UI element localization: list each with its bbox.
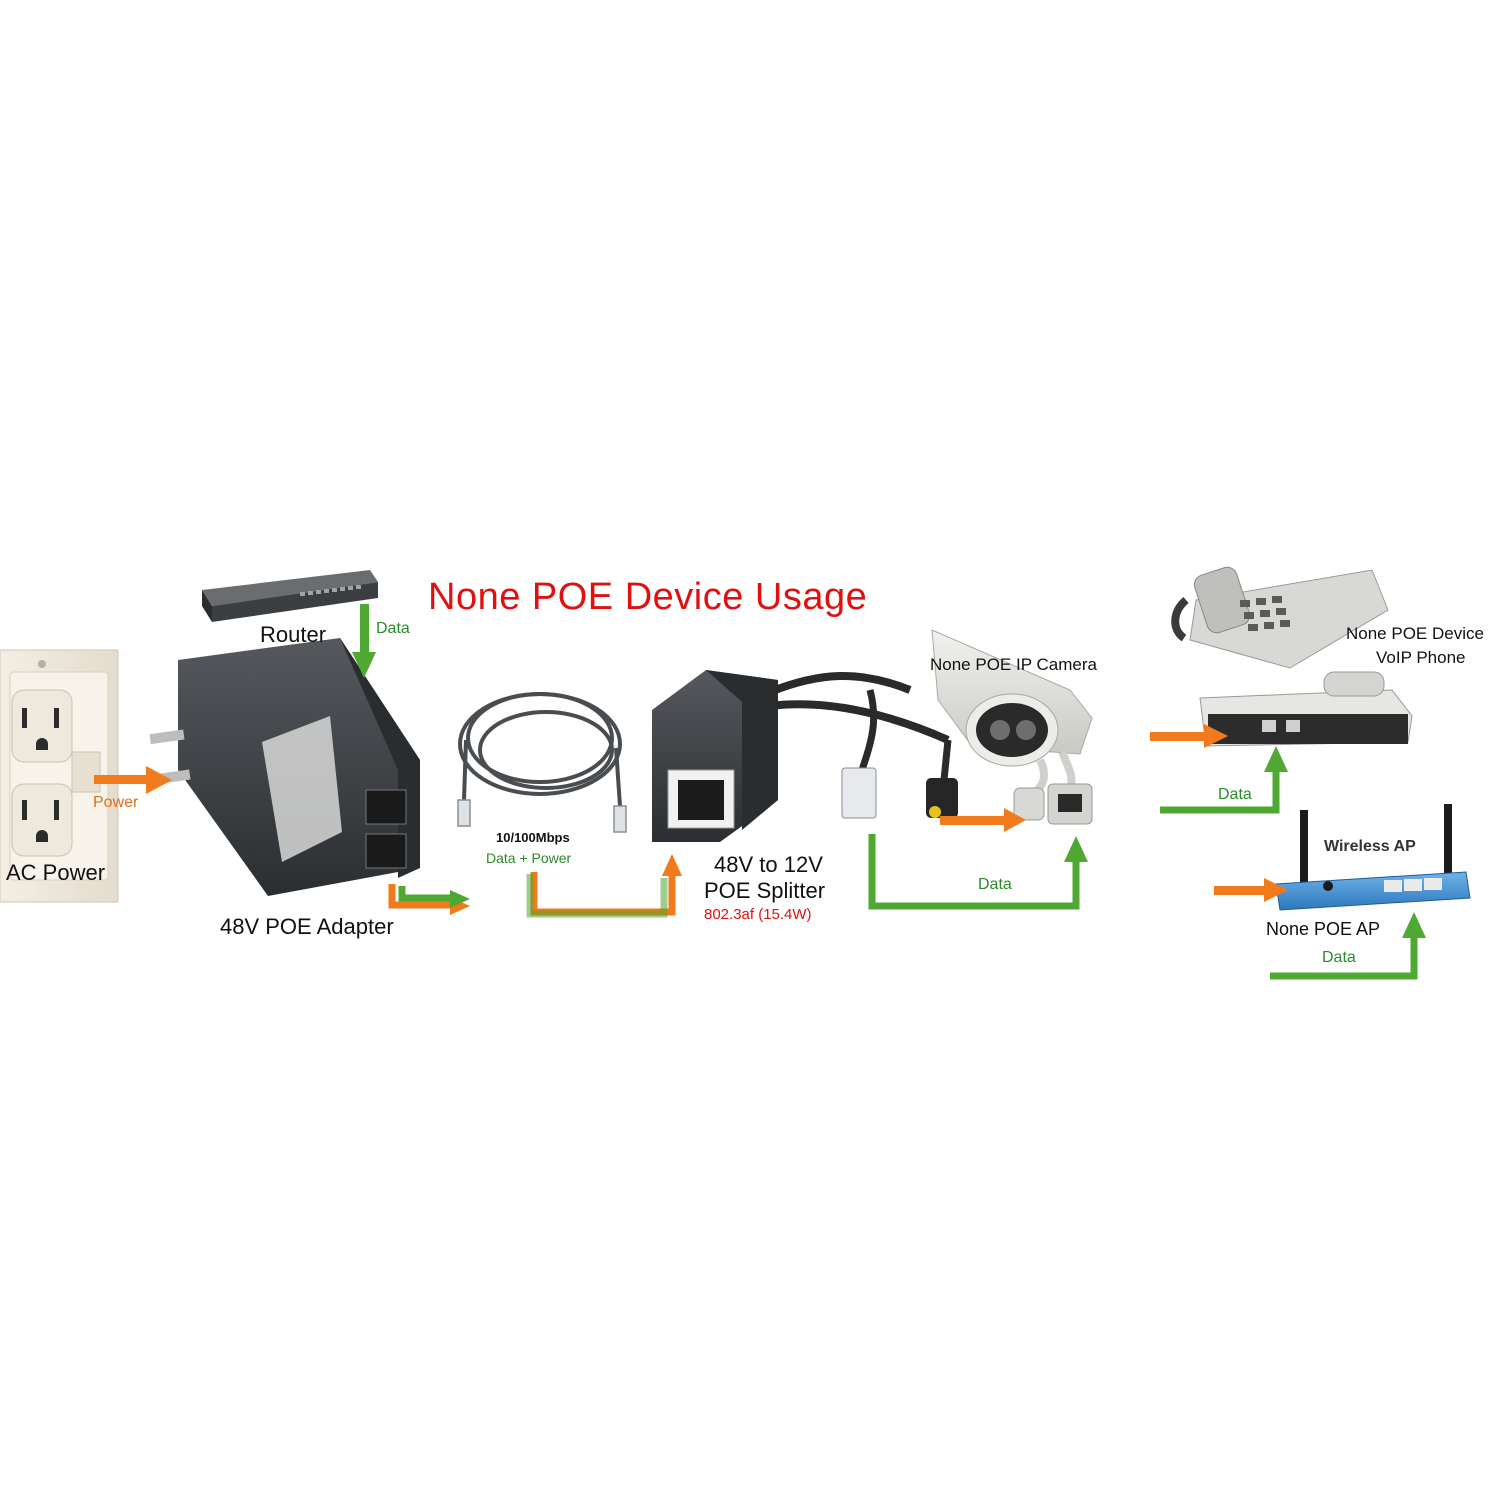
data-arrow-adapter-out xyxy=(398,886,452,902)
adapter-label: 48V POE Adapter xyxy=(220,914,394,939)
data-arrow-to-phone xyxy=(1160,770,1280,814)
phone-label-line1: None POE Device xyxy=(1346,624,1484,643)
ip-camera-icon xyxy=(931,629,1093,825)
camera-data-label: Data xyxy=(978,876,1012,893)
cable-data-power-label: Data + Power xyxy=(486,850,572,866)
power-arrow-to-ap xyxy=(1214,878,1288,902)
power-arrow-splitter-head xyxy=(662,854,682,876)
camera-label: None POE IP Camera xyxy=(930,655,1097,674)
poe-splitter-icon xyxy=(652,670,958,842)
power-label: Power xyxy=(93,794,139,811)
data-arrow-camera-head xyxy=(1064,836,1088,862)
power-arrow-outlet-to-adapter xyxy=(94,766,172,794)
splitter-spec-label: 802.3af (15.4W) xyxy=(704,906,812,923)
poe-adapter-icon xyxy=(149,638,420,896)
data-arrow-router-to-adapter xyxy=(352,604,376,678)
data-arrows xyxy=(352,604,1426,980)
data-arrow-adapter-head xyxy=(450,890,470,908)
ap-data-label: Data xyxy=(1322,949,1356,966)
data-arrow-cable-to-splitter xyxy=(526,874,668,918)
router-switch-icon xyxy=(202,570,378,622)
power-arrows xyxy=(94,724,1288,916)
diagram-title: None POE Device Usage xyxy=(428,576,868,618)
power-arrow-cable-to-splitter xyxy=(530,872,676,916)
voip-phone-icon xyxy=(1171,566,1413,747)
ethernet-cable-icon xyxy=(457,692,627,833)
data-arrow-to-ap xyxy=(1270,936,1418,980)
router-label: Router xyxy=(260,622,327,647)
phone-label-line2: VoIP Phone xyxy=(1376,648,1466,667)
splitter-label-line1: 48V to 12V xyxy=(714,852,823,877)
splitter-label-line2: POE Splitter xyxy=(704,878,826,903)
wireless-ap-icon xyxy=(1275,804,1471,911)
power-arrow-to-phone xyxy=(1150,724,1228,748)
ap-label: None POE AP xyxy=(1266,919,1381,939)
data-arrow-phone-head xyxy=(1264,746,1288,772)
phone-data-label: Data xyxy=(1218,786,1252,803)
wireless-ap-label: Wireless AP xyxy=(1324,838,1416,855)
cable-speed-label: 10/100Mbps xyxy=(496,830,570,845)
power-arrow-to-camera xyxy=(940,808,1026,832)
data-arrow-ap-head xyxy=(1402,912,1426,938)
power-arrow-adapter-out xyxy=(388,884,452,909)
data-arrow-splitter-to-camera xyxy=(868,834,1080,910)
router-data-label: Data xyxy=(376,620,410,637)
ac-power-label: AC Power xyxy=(6,860,106,885)
